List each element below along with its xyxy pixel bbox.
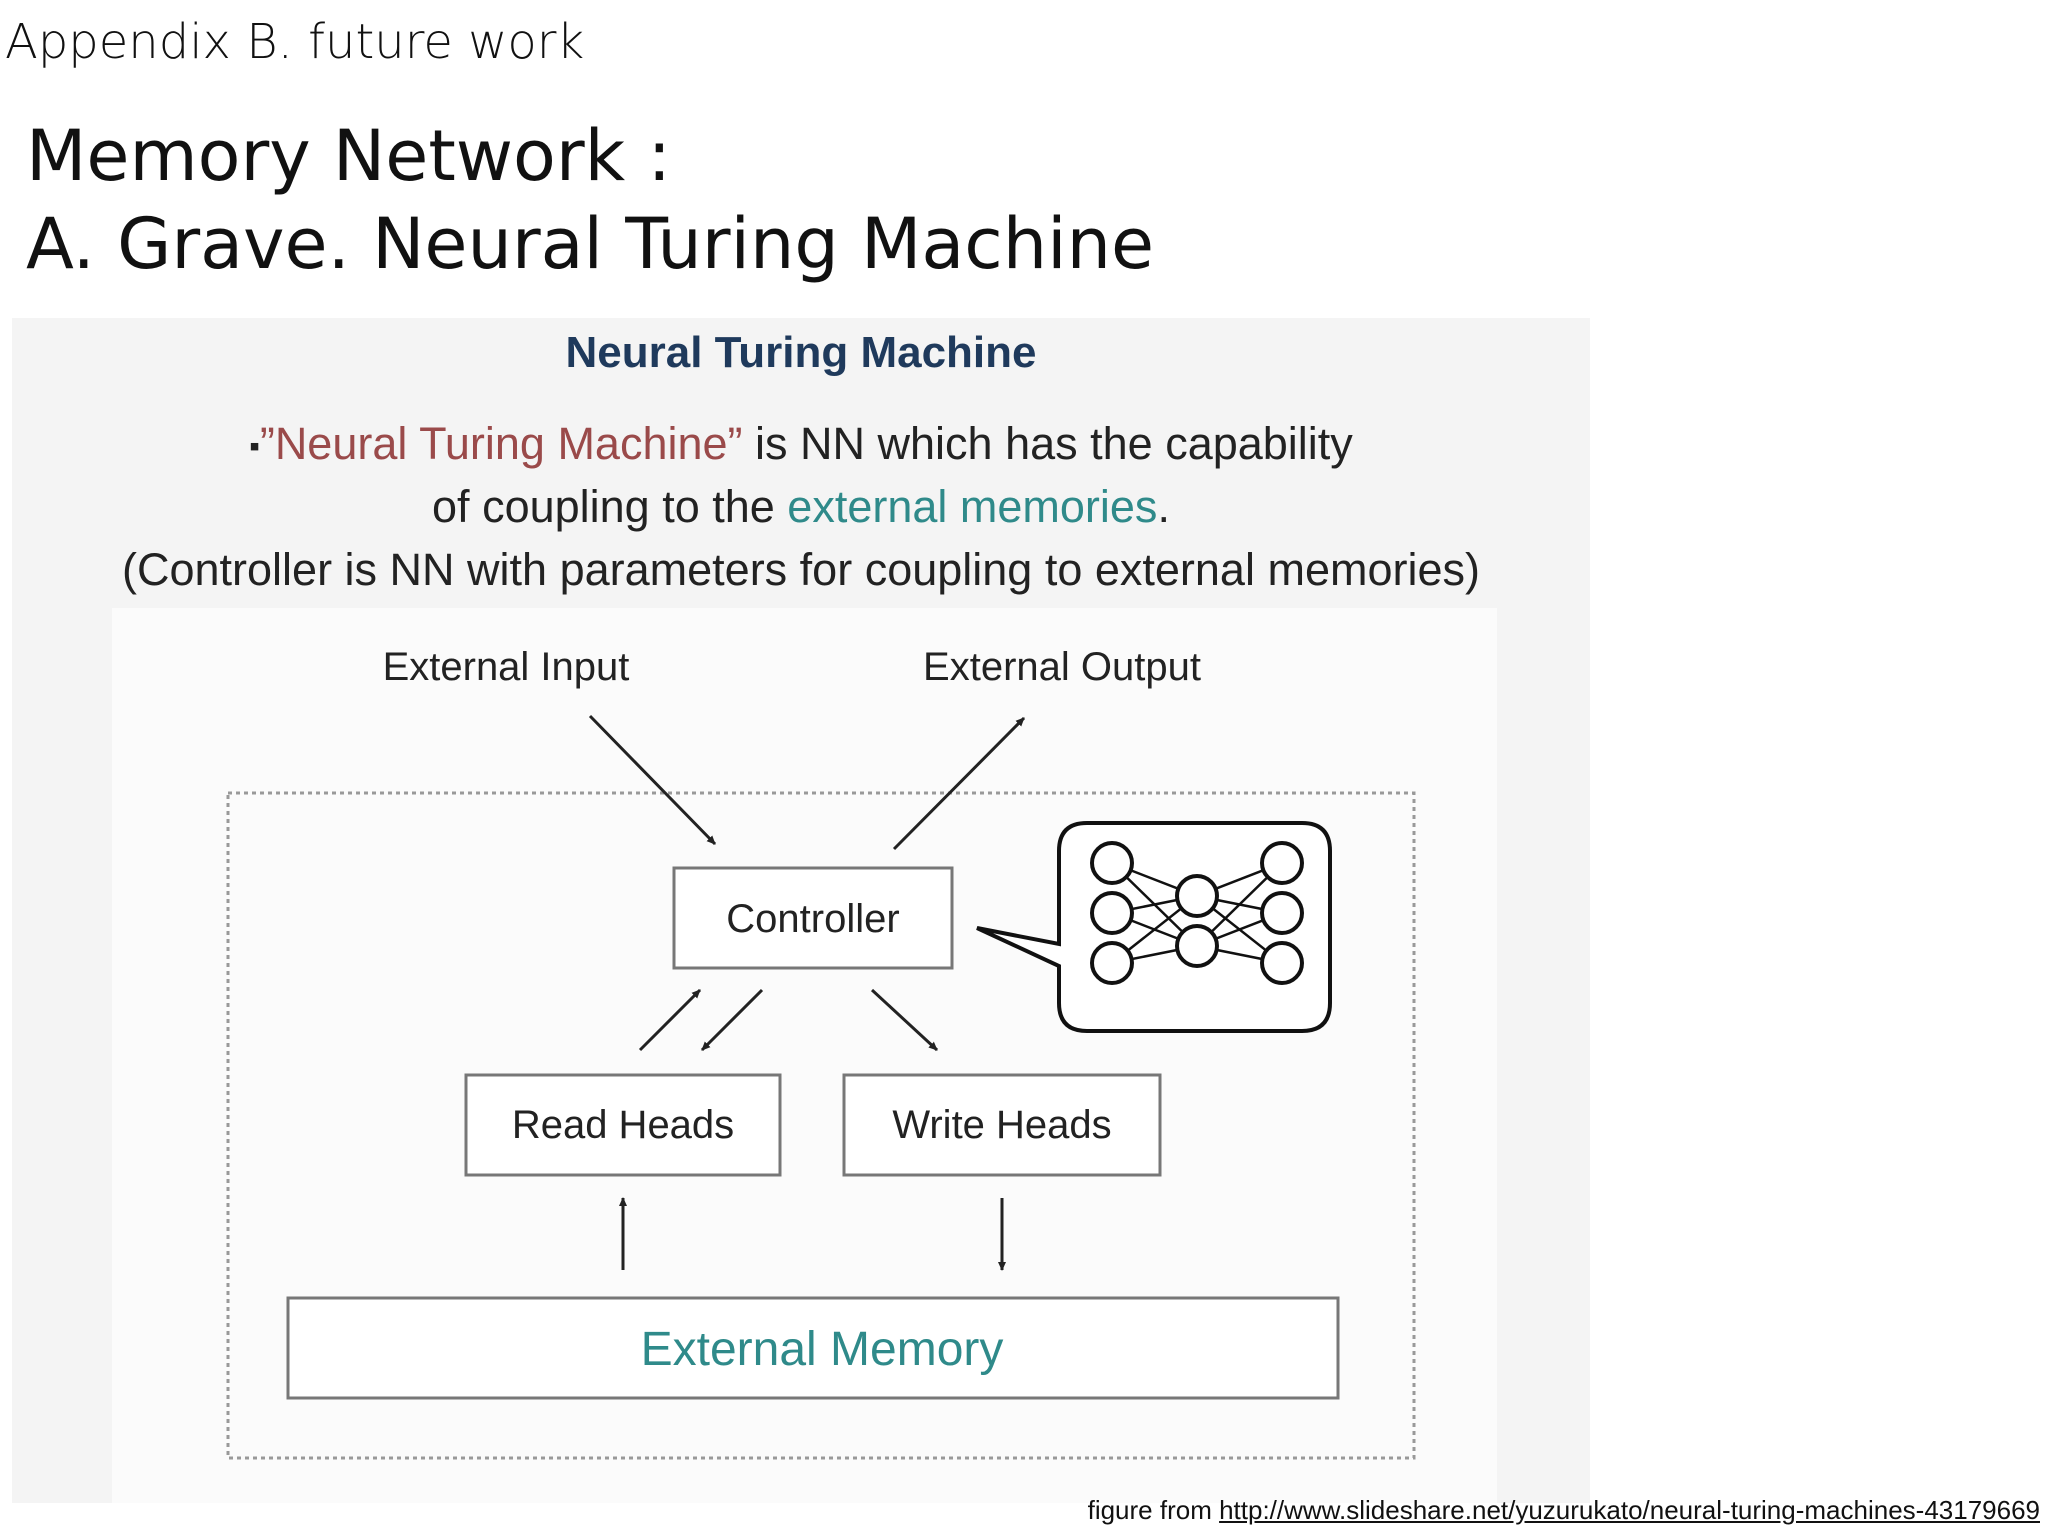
external-output-label: External Output [923,645,1201,689]
description-line-1-rest: is NN which has the capability [742,418,1353,469]
description-line-2-end: . [1157,481,1170,532]
description-line-3: (Controller is NN with parameters for co… [122,544,1480,595]
slide-title: Memory Network : A. Grave. Neural Turing… [26,112,1154,288]
figure-title: Neural Turing Machine [565,328,1037,377]
controller-label: Controller [726,897,899,941]
read-heads-box [464,1073,782,1177]
figure-source-note: figure from http://www.slideshare.net/yu… [1088,1495,2040,1526]
write-heads-label: Write Heads [892,1103,1111,1147]
external-memory-label: External Memory [641,1323,1004,1376]
figure-source-link[interactable]: http://www.slideshare.net/yuzurukato/neu… [1219,1495,2040,1525]
neural-network-bubble [976,821,1332,1033]
external-memory-box [286,1296,1340,1400]
figure-source-prefix: figure from [1087,1495,1220,1525]
read-heads-label: Read Heads [512,1103,734,1147]
ntm-figure: Neural Turing Machine ▪”Neural Turing Ma… [12,318,1590,1503]
description-line-2-start: of coupling to the [432,481,788,532]
controller-to-read-arrow [700,988,764,1052]
external-input-label: External Input [383,645,630,689]
external-memories-highlight: external memories [787,481,1158,532]
system-boundary [226,791,1416,1460]
ntm-highlight: ”Neural Turing Machine” [259,418,743,469]
bullet-icon: ▪ [249,430,260,464]
slide-title-line1: Memory Network : [26,115,672,197]
output-arrow [892,716,1026,851]
ntm-architecture-diagram: External Input External Output Controlle… [226,645,1416,1460]
description-line-1: ▪”Neural Turing Machine” is NN which has… [12,418,1590,470]
read-to-controller-arrow [638,988,702,1052]
controller-to-write-arrow [870,988,939,1052]
input-arrow [588,714,717,846]
slide-title-line2: A. Grave. Neural Turing Machine [26,203,1155,285]
section-label: Appendix B. future work [5,14,585,70]
write-heads-box [842,1073,1162,1177]
controller-box [672,866,954,970]
description-line-2: of coupling to the external memories. [12,481,1590,533]
